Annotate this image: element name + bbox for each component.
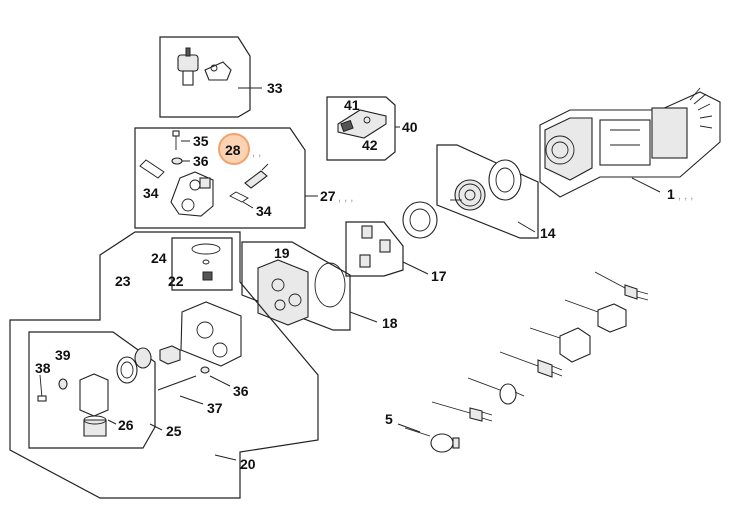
callout-34a[interactable]: 34 xyxy=(143,185,159,201)
group-17: 17 xyxy=(345,221,447,284)
group-18: 19 18 xyxy=(241,241,398,331)
callout-26[interactable]: 26 xyxy=(118,417,134,433)
callout-40[interactable]: 40 xyxy=(402,119,418,135)
part-41-switch xyxy=(337,109,387,139)
group-14-gear: 14 xyxy=(402,144,556,241)
group-27-box xyxy=(134,127,306,229)
group-27: 35 36 34 34 28 , , 27 , , , xyxy=(134,127,353,229)
part-28-valve-stem xyxy=(244,163,269,189)
group-40-box xyxy=(326,96,396,161)
group-5-power-cords: 5 xyxy=(385,271,649,453)
group-40: 41 42 40 xyxy=(326,96,418,161)
plug-euro xyxy=(594,271,649,301)
svg-text:, , ,: , , , xyxy=(338,192,353,204)
plug-4 xyxy=(499,351,563,378)
group-1-motor: 1 , , , xyxy=(539,87,721,202)
callout-38[interactable]: 38 xyxy=(35,360,51,376)
callout-25[interactable]: 25 xyxy=(166,423,182,439)
group-33-box xyxy=(159,36,251,118)
plug-3 xyxy=(467,377,525,405)
callout-36a[interactable]: 36 xyxy=(193,153,209,169)
group-20-box xyxy=(9,231,319,499)
svg-text:, ,: , , xyxy=(252,147,261,159)
plug-uk-moulded xyxy=(529,327,591,363)
group-33: 33 xyxy=(159,36,283,118)
callout-19[interactable]: 19 xyxy=(274,245,290,261)
callout-1[interactable]: 1 xyxy=(667,186,675,202)
callout-35[interactable]: 35 xyxy=(193,133,209,149)
callout-34b[interactable]: 34 xyxy=(256,203,272,219)
callout-17[interactable]: 17 xyxy=(431,268,447,284)
part-33-valve xyxy=(177,47,232,86)
callout-27[interactable]: 27 xyxy=(320,188,336,204)
callout-24[interactable]: 24 xyxy=(151,250,167,266)
callout-20[interactable]: 20 xyxy=(240,456,256,472)
callout-37[interactable]: 37 xyxy=(207,400,223,416)
callout-28-highlight[interactable] xyxy=(218,133,250,165)
callout-36b[interactable]: 36 xyxy=(233,383,249,399)
svg-text:, , ,: , , , xyxy=(678,190,693,202)
part-pump-head xyxy=(159,301,242,367)
plug-2 xyxy=(431,401,493,422)
callout-33[interactable]: 33 xyxy=(267,80,283,96)
callout-42[interactable]: 42 xyxy=(362,137,378,153)
callout-28[interactable]: 28 xyxy=(225,142,241,158)
group-20: 20 24 22 23 37 36 26 25 xyxy=(9,231,319,499)
callout-23[interactable]: 23 xyxy=(115,273,131,289)
plug-uk xyxy=(564,299,627,333)
callout-14[interactable]: 14 xyxy=(540,225,556,241)
callout-41[interactable]: 41 xyxy=(344,97,360,113)
callout-18[interactable]: 18 xyxy=(382,315,398,331)
callout-5[interactable]: 5 xyxy=(385,411,393,427)
callout-22[interactable]: 22 xyxy=(168,273,184,289)
plug-schuko xyxy=(404,427,460,453)
callout-39[interactable]: 39 xyxy=(55,347,71,363)
part-27-housing xyxy=(170,171,214,217)
